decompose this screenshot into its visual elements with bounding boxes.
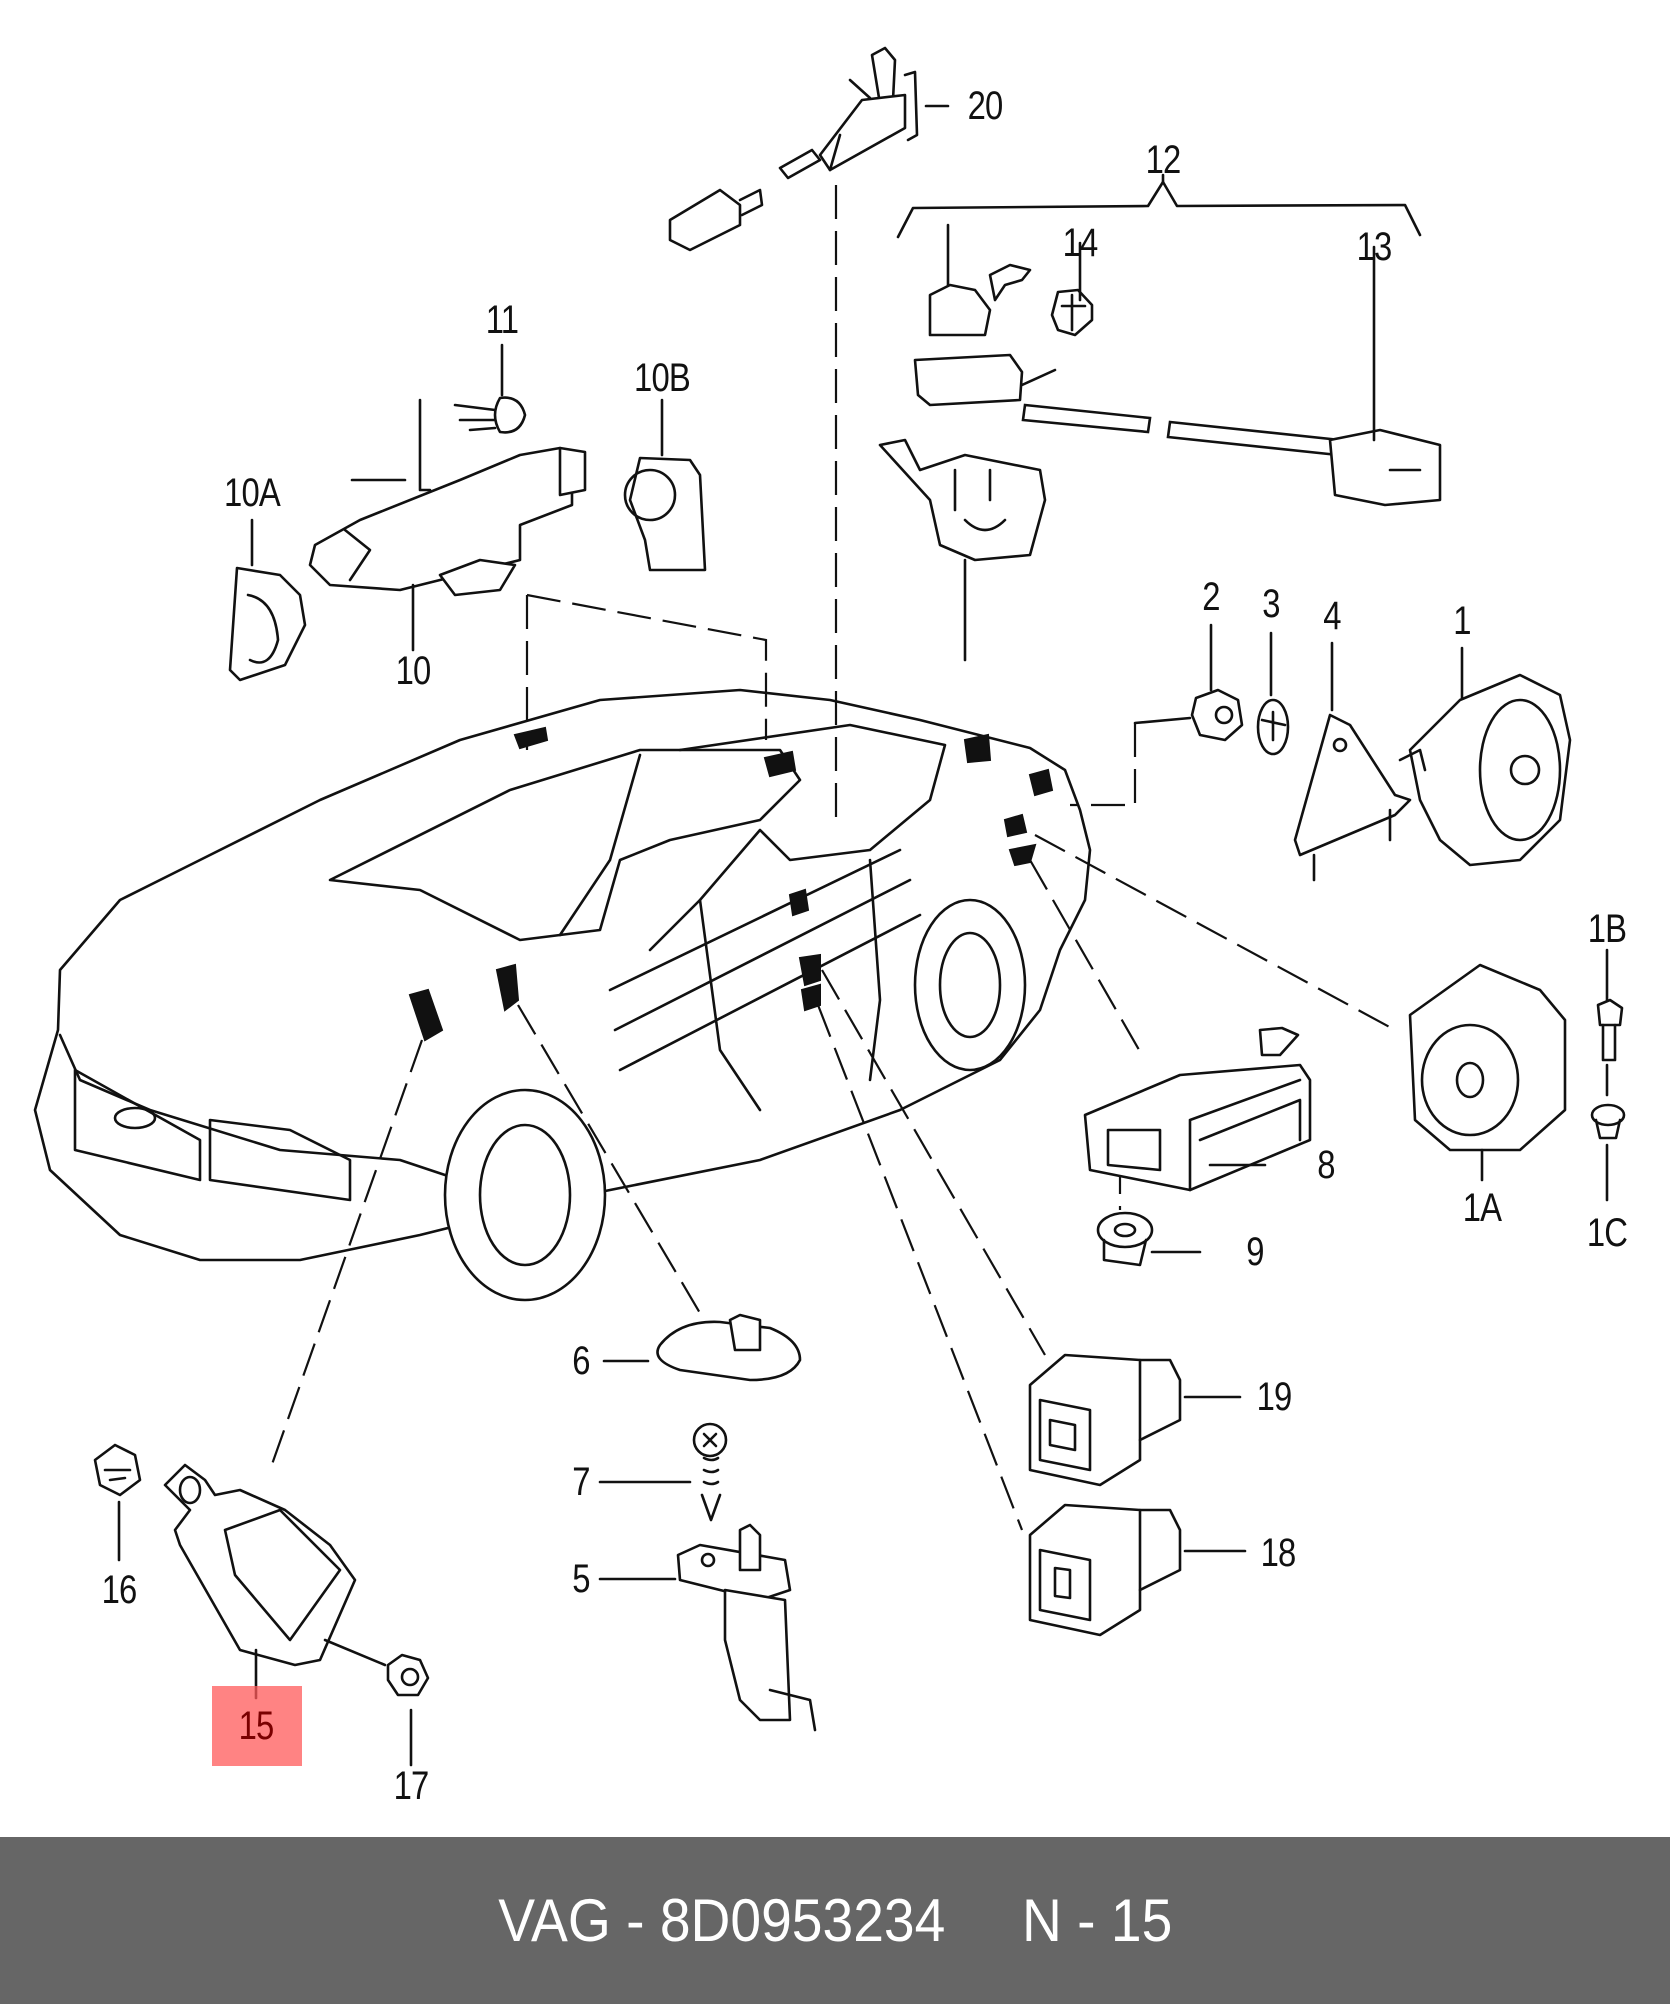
part-label-8[interactable]: 8	[1317, 1143, 1335, 1187]
footer-bar: VAG - 8D0953234 N - 15	[0, 1837, 1670, 2004]
part-label-1[interactable]: 1	[1453, 599, 1471, 643]
part-label-10A[interactable]: 10A	[224, 471, 281, 515]
part-label-2[interactable]: 2	[1202, 575, 1220, 619]
part-8-9-drawing	[1083, 1026, 1312, 1267]
part-label-1A[interactable]: 1A	[1462, 1186, 1502, 1230]
car-body-drawing	[33, 688, 1092, 1302]
part-label-4[interactable]: 4	[1323, 594, 1341, 638]
part-label-7[interactable]: 7	[572, 1460, 590, 1504]
part-label-10[interactable]: 10	[395, 649, 432, 693]
part-10-11-drawing	[228, 343, 707, 682]
part-label-5[interactable]: 5	[572, 1557, 590, 1601]
part-15-16-17-drawing	[93, 1443, 430, 1767]
leader-18	[816, 1004, 1024, 1531]
part-5-7-drawing	[598, 1422, 817, 1732]
part-12-bracket	[896, 180, 1422, 239]
part-label-20[interactable]: 20	[967, 84, 1004, 128]
part-label-13[interactable]: 13	[1356, 225, 1393, 269]
leader-15	[268, 1039, 424, 1471]
leader-8	[1029, 859, 1143, 1056]
part-label-12[interactable]: 12	[1145, 138, 1182, 182]
part-6-drawing	[602, 1313, 802, 1382]
leader-6	[517, 1004, 711, 1331]
leader-10	[525, 593, 768, 750]
part-label-18[interactable]: 18	[1260, 1531, 1297, 1575]
part-18-19-drawing	[1028, 1353, 1247, 1637]
part-label-14[interactable]: 14	[1062, 221, 1099, 265]
part-label-17[interactable]: 17	[393, 1764, 430, 1808]
parts-diagram	[33, 46, 1626, 1767]
highlighted-part-15-box	[212, 1686, 302, 1766]
part-label-10B[interactable]: 10B	[634, 356, 691, 400]
part-label-19[interactable]: 19	[1256, 1375, 1293, 1419]
diagram-drawing	[33, 46, 1626, 1767]
part-label-15[interactable]: 15	[238, 1704, 275, 1748]
part-horn-drawing	[1070, 623, 1572, 882]
part-label-16[interactable]: 16	[101, 1568, 138, 1612]
part-label-9[interactable]: 9	[1246, 1230, 1264, 1274]
leader-19	[821, 969, 1046, 1356]
part-20-drawing	[668, 46, 919, 252]
part-12-lock-drawing	[878, 223, 1442, 662]
part-label-1B[interactable]: 1B	[1587, 907, 1627, 951]
part-label-3[interactable]: 3	[1262, 582, 1280, 626]
part-label-11[interactable]: 11	[485, 298, 519, 342]
footer-part-number-text: VAG - 8D0953234 N - 15	[497, 1887, 1172, 1954]
part-1A-1B-1C-drawing	[1408, 948, 1626, 1202]
part-label-6[interactable]: 6	[572, 1339, 590, 1383]
part-label-1C[interactable]: 1C	[1586, 1211, 1628, 1255]
leader-1A	[1034, 834, 1396, 1031]
